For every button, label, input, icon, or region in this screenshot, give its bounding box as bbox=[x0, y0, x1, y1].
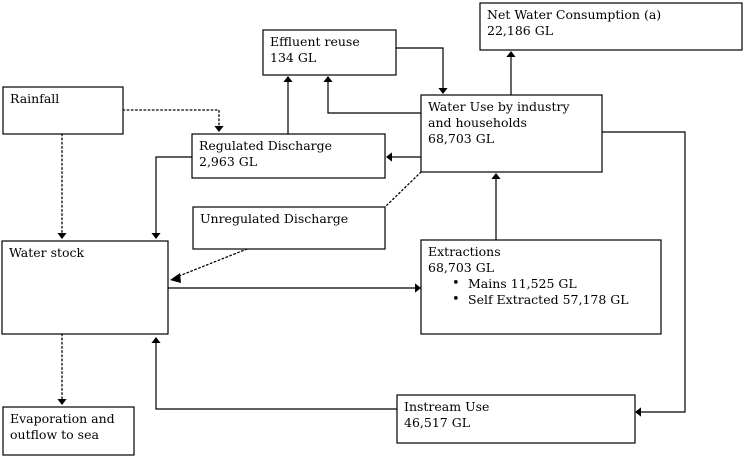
arrowhead bbox=[214, 126, 224, 132]
edge-water-stock-to-extractions bbox=[168, 283, 421, 293]
node-box-evaporation-and-outflow-to-sea[interactable] bbox=[2, 406, 135, 456]
arrowhead bbox=[323, 76, 333, 82]
node-box-water-use-by-industry-and-households[interactable] bbox=[420, 94, 603, 173]
edges-layer bbox=[57, 47, 686, 417]
edge-water-use-to-net-water-consumption bbox=[506, 51, 516, 95]
arrowhead bbox=[57, 399, 67, 405]
arrowhead bbox=[635, 407, 641, 417]
arrowhead bbox=[151, 337, 161, 343]
edge-water-use-to-regulated-discharge bbox=[386, 152, 421, 162]
arrowhead bbox=[170, 273, 181, 283]
edge-water-use-to-unregulated-discharge bbox=[384, 171, 422, 208]
edge-water-use-to-effluent-reuse bbox=[323, 76, 421, 114]
edge-regulated-discharge-to-water-stock bbox=[151, 156, 192, 239]
node-box-rainfall[interactable] bbox=[2, 86, 124, 135]
arrowhead bbox=[415, 283, 421, 293]
edge-unregulated-discharge-to-water-stock bbox=[170, 248, 248, 283]
node-box-water-stock[interactable] bbox=[1, 240, 169, 335]
arrowhead bbox=[283, 76, 293, 82]
node-box-instream-use[interactable] bbox=[396, 394, 636, 444]
edge-effluent-reuse-to-water-use bbox=[396, 47, 448, 94]
edge-water-use-to-instream-use bbox=[602, 131, 686, 417]
edge-regulated-discharge-to-effluent-reuse bbox=[283, 76, 293, 134]
edge-water-stock-to-evaporation bbox=[57, 333, 67, 405]
node-box-effluent-reuse[interactable] bbox=[262, 29, 397, 76]
edge-extractions-to-water-use bbox=[491, 173, 501, 240]
edge-rainfall-to-regulated-discharge bbox=[122, 109, 224, 132]
arrowhead bbox=[438, 88, 448, 94]
node-box-unregulated-discharge[interactable] bbox=[192, 206, 386, 250]
arrowhead bbox=[491, 173, 501, 179]
node-box-net-water-consumption[interactable] bbox=[479, 2, 743, 51]
node-box-regulated-discharge[interactable] bbox=[191, 133, 386, 179]
edge-rainfall-to-water-stock bbox=[57, 133, 67, 239]
arrowhead bbox=[386, 152, 392, 162]
arrowhead bbox=[151, 233, 161, 239]
edge-instream-use-to-water-stock bbox=[151, 337, 397, 410]
node-box-extractions[interactable] bbox=[420, 239, 662, 335]
arrowhead bbox=[57, 233, 67, 239]
arrowhead bbox=[506, 51, 516, 57]
